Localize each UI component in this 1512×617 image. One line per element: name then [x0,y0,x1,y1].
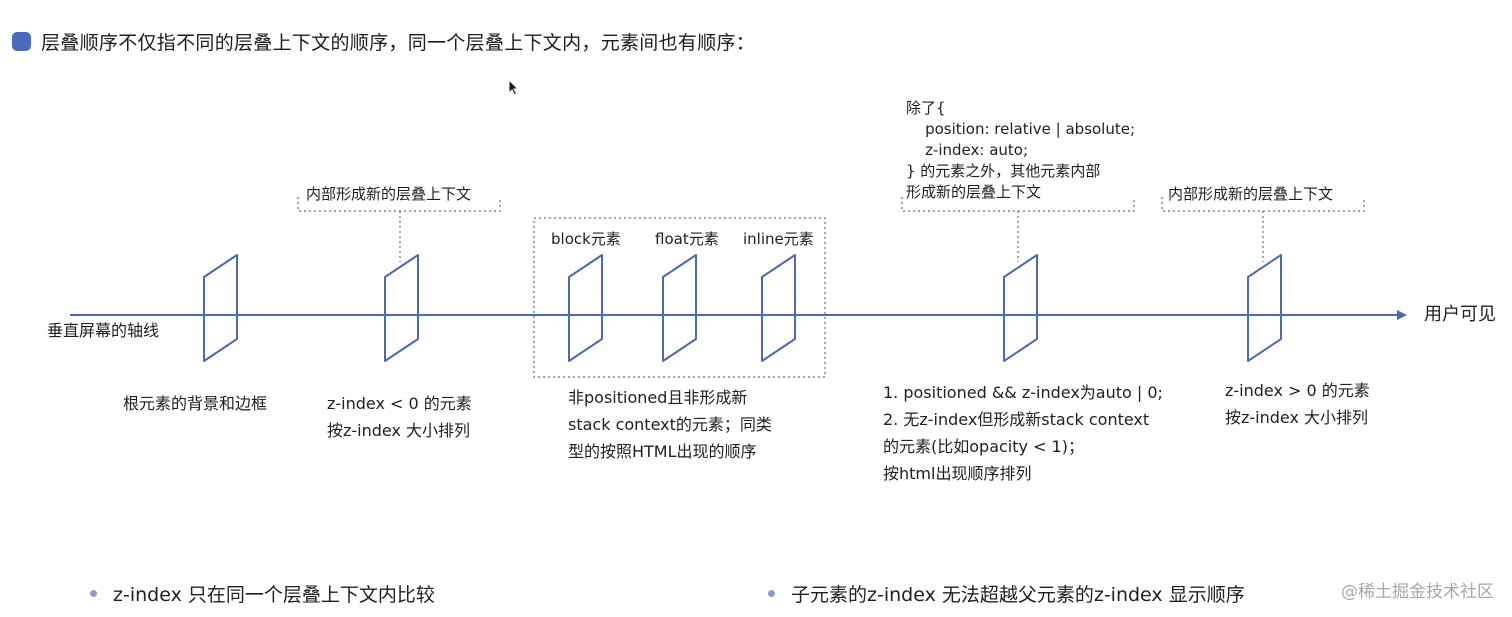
bullet-text: 子元素的z-index 无法超越父元素的z-index 显示顺序 [791,584,1245,606]
inline-label: inline元素 [743,230,814,248]
float-plane [662,254,697,362]
bullet-compare-scope: z-index 只在同一个层叠上下文内比较 [90,580,435,607]
heading-text: 层叠顺序不仅指不同的层叠上下文的顺序，同一个层叠上下文内，元素间也有顺序： [41,31,756,54]
in-flow-group-box [533,217,826,378]
root-background-label: 根元素的背景和边框 [123,394,268,413]
negative-zindex-plane [384,254,419,362]
page-heading: 层叠顺序不仅指不同的层叠上下文的顺序，同一个层叠上下文内，元素间也有顺序： [12,27,755,55]
axis-end-label: 用户可见 [1424,304,1496,325]
root-background-plane [203,254,238,362]
block-plane [568,254,603,362]
auto-zero-label: 1. positioned && z-index为auto | 0; 2. 无z… [883,383,1163,483]
positive-zindex-plane [1247,254,1282,362]
bullet-dot-icon [90,590,97,597]
bullet-child-limit: 子元素的z-index 无法超越父元素的z-index 显示顺序 [768,580,1245,607]
axis-start-label: 垂直屏幕的轴线 [47,321,160,340]
negative-context-callout: 内部形成新的层叠上下文 [306,185,472,203]
mouse-pointer-icon [508,79,520,96]
float-label: float元素 [655,230,719,248]
non-positioned-label: 非positioned且非形成新 stack context的元素；同类 型的按… [568,388,772,461]
bullet-dot-icon [768,590,775,597]
heading-marker-icon [12,31,31,51]
block-label: block元素 [551,230,621,248]
inline-plane [761,254,796,362]
auto-zero-plane [1003,254,1038,362]
negative-context-bracket [297,197,501,212]
watermark: @稀土掘金技术社区 [1341,582,1494,602]
positive-context-callout: 内部形成新的层叠上下文 [1168,185,1334,203]
positive-zindex-label: z-index > 0 的元素 按z-index 大小排列 [1225,381,1370,427]
except-note-callout: 除了{ position: relative | absolute; z-ind… [906,99,1136,201]
bullet-text: z-index 只在同一个层叠上下文内比较 [113,584,435,606]
axis-arrowhead-icon [1397,310,1407,320]
negative-zindex-label: z-index < 0 的元素 按z-index 大小排列 [327,394,472,440]
